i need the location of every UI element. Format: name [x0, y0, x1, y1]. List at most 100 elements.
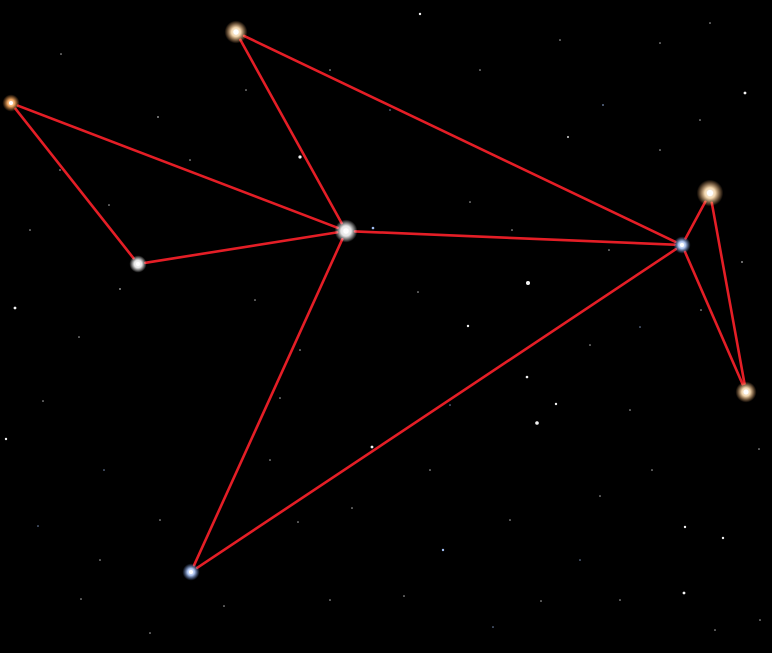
faint-star — [741, 261, 743, 263]
faint-star — [540, 600, 542, 602]
faint-star — [42, 400, 44, 402]
faint-star — [370, 445, 374, 449]
star-core — [188, 569, 194, 575]
faint-star — [329, 69, 331, 71]
constellation-line — [195, 247, 678, 570]
faint-star — [119, 288, 121, 290]
constellation-line — [239, 38, 343, 225]
faint-star — [759, 619, 761, 621]
faint-star — [721, 536, 725, 540]
faint-star — [103, 469, 105, 471]
faint-star — [403, 595, 405, 597]
faint-star — [329, 599, 331, 601]
star-core — [343, 228, 349, 234]
faint-star — [189, 159, 191, 161]
faint-star — [559, 39, 561, 41]
constellation-star — [182, 563, 200, 581]
constellation-line — [14, 107, 135, 260]
constellation-star — [696, 179, 724, 207]
faint-star — [526, 281, 530, 285]
star-core — [233, 29, 239, 35]
constellation-line — [242, 34, 677, 244]
constellation-line — [684, 200, 707, 240]
faint-star — [758, 448, 760, 450]
faint-star — [683, 525, 687, 529]
constellation-line — [683, 250, 744, 386]
star-core — [679, 242, 685, 248]
faint-star — [59, 169, 61, 171]
faint-star — [659, 149, 661, 151]
constellation-star — [129, 255, 147, 273]
constellation-star — [224, 20, 248, 44]
faint-star — [449, 404, 451, 406]
constellation-star — [2, 94, 20, 112]
faint-star — [418, 12, 422, 16]
faint-star — [682, 591, 686, 595]
faint-star — [699, 119, 701, 121]
star-core — [135, 261, 141, 267]
faint-star — [589, 344, 591, 346]
faint-star — [639, 326, 641, 328]
faint-star — [743, 91, 747, 95]
constellation-star — [334, 219, 358, 243]
faint-star — [700, 309, 702, 311]
faint-star — [629, 409, 631, 411]
faint-star — [509, 519, 511, 521]
faint-star — [602, 104, 604, 106]
faint-star — [297, 521, 299, 523]
faint-star — [417, 291, 419, 293]
faint-star — [619, 599, 621, 601]
faint-star — [13, 306, 17, 310]
faint-star — [479, 69, 481, 71]
faint-star — [599, 495, 601, 497]
faint-star — [37, 525, 39, 527]
faint-star — [78, 336, 80, 338]
faint-star — [511, 229, 513, 231]
faint-star — [269, 459, 271, 461]
star-core — [706, 189, 714, 197]
faint-star — [389, 109, 391, 111]
faint-star — [566, 135, 570, 139]
constellation-line — [192, 237, 344, 567]
constellation-star — [673, 236, 691, 254]
faint-star — [279, 397, 281, 399]
constellation-stars — [2, 20, 757, 581]
faint-star — [492, 626, 494, 628]
faint-star — [535, 421, 539, 425]
faint-star — [108, 204, 110, 206]
background-stars — [4, 12, 761, 634]
faint-star — [469, 201, 471, 203]
constellation-line — [144, 231, 339, 265]
faint-star — [299, 349, 301, 351]
faint-star — [429, 469, 431, 471]
faint-star — [709, 22, 711, 24]
faint-star — [525, 375, 529, 379]
faint-star — [60, 53, 62, 55]
faint-star — [441, 548, 445, 552]
constellation-star — [735, 381, 757, 403]
faint-star — [29, 229, 31, 231]
faint-star — [80, 598, 82, 600]
faint-star — [245, 89, 247, 91]
faint-star — [351, 507, 353, 509]
constellation-line — [710, 201, 746, 385]
faint-star — [159, 519, 161, 521]
faint-star — [254, 299, 256, 301]
star-core — [743, 389, 749, 395]
faint-star — [714, 629, 716, 631]
faint-star — [149, 632, 151, 634]
faint-star — [659, 42, 661, 44]
faint-star — [466, 324, 470, 328]
star-core — [8, 100, 14, 106]
constellation-line — [353, 230, 676, 246]
faint-star — [298, 155, 302, 159]
faint-star — [4, 437, 8, 441]
faint-star — [223, 605, 225, 607]
faint-star — [554, 402, 558, 406]
faint-star — [371, 226, 375, 230]
constellation-line — [16, 104, 339, 230]
faint-star — [651, 469, 653, 471]
constellation-lines — [14, 34, 746, 570]
